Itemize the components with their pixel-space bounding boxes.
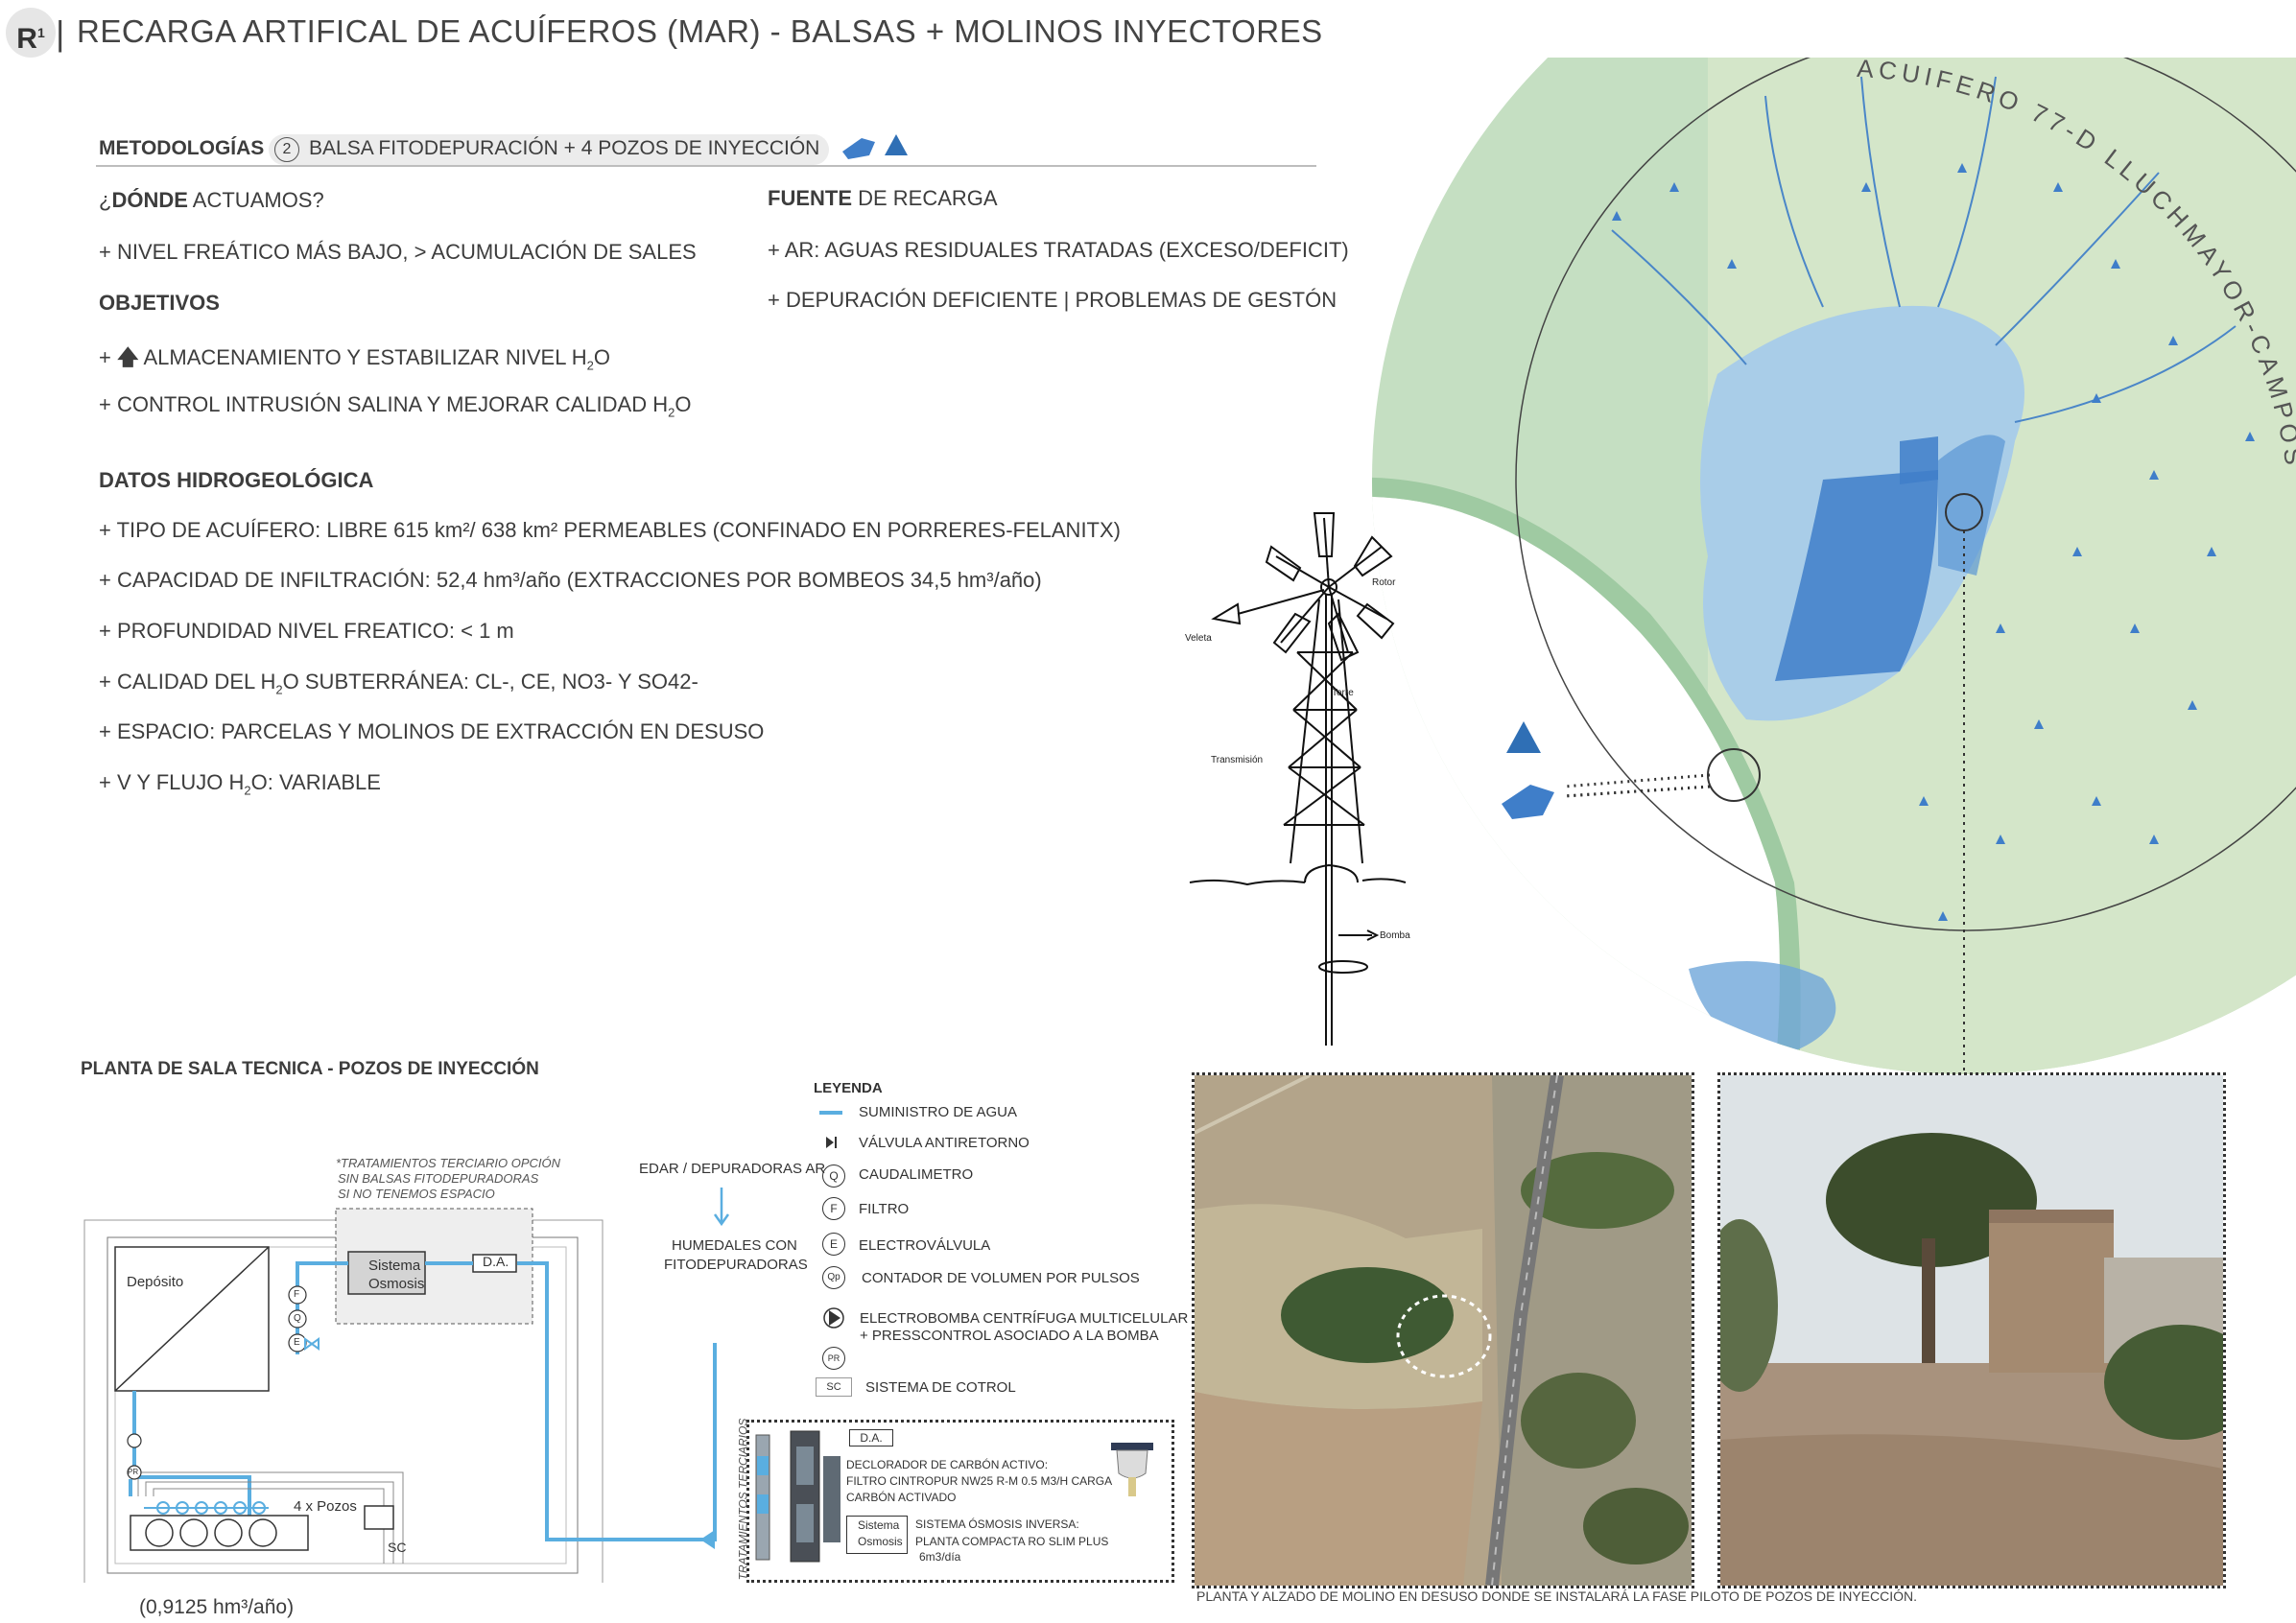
aquifer-map: ACUIFERO 77-D LLUCHMAYOR-CAMPOS [1372, 58, 2296, 1074]
hydro-item-1: + TIPO DE ACUÍFERO: LIBRE 615 km²/ 638 k… [99, 518, 1121, 542]
where-item-1: + NIVEL FREÁTICO MÁS BAJO, > ACUMULACIÓN… [99, 240, 697, 264]
rotor-label: Rotor [1372, 577, 1396, 588]
leader-line-triangle [1563, 773, 1711, 788]
check-valve-icon [826, 1137, 837, 1148]
filter-icon: F [822, 1197, 845, 1220]
vane-label: Veleta [1185, 633, 1212, 644]
control-system-icon: SC [816, 1377, 852, 1397]
tertiary-line-4: SISTEMA ÓSMOSIS INVERSA: [915, 1517, 1079, 1531]
street-photo [1701, 1075, 2258, 1586]
tertiary-sys-2: Osmosis [858, 1535, 903, 1548]
pulse-counter-icon: Qp [822, 1266, 845, 1289]
legend-item-solenoid: ELECTROVÁLVULA [859, 1237, 991, 1254]
plan-note-2: SIN BALSAS FITODEPURADORAS [338, 1171, 539, 1186]
aerial-photo [1194, 1073, 1692, 1587]
transmission-label: Transmisión [1211, 755, 1263, 765]
windmill-sketch: Rotor Veleta Torre Transmisión Bomba [1185, 512, 1410, 1046]
methodology-text: BALSA FITODEPURACIÓN + 4 POZOS DE INYECC… [309, 137, 820, 159]
header-divider: | [56, 13, 65, 53]
tertiary-line-3: CARBÓN ACTIVADO [846, 1491, 957, 1504]
hydro-item-6: + V Y FLUJO H2O: VARIABLE [99, 770, 381, 798]
valve-e: E [294, 1337, 300, 1348]
methodology-icons [842, 134, 908, 159]
objectives-item-1: + 🡅 ALMACENAMIENTO Y ESTABILIZAR NIVEL H… [99, 345, 610, 373]
objectives-title: OBJETIVOS [99, 291, 220, 315]
tertiary-line-2: FILTRO CINTROPUR NW25 R-M 0.5 M3/H CARGA [846, 1474, 1113, 1488]
legend-title: LEYENDA [814, 1080, 883, 1096]
legend-item-filter: FILTRO [859, 1201, 910, 1217]
hydro-title: DATOS HIDROGEOLÓGICA [99, 468, 374, 492]
up-arrow-icon: 🡅 [116, 345, 139, 369]
hydro-item-5: + ESPACIO: PARCELAS Y MOLINOS DE EXTRACC… [99, 719, 765, 743]
plan-note-1: *TRATAMIENTOS TERCIARIO OPCIÓN [336, 1156, 561, 1170]
legend-item-control: SISTEMA DE COTROL [865, 1379, 1016, 1396]
legend-item-check-valve: VÁLVULA ANTIRETORNO [859, 1135, 1030, 1151]
valve-f: F [294, 1289, 300, 1300]
tertiary-sys-1: Sistema [858, 1518, 900, 1532]
source-item-2: + DEPURACIÓN DEFICIENTE | PROBLEMAS DE G… [768, 288, 1337, 312]
hydro-item-3: + PROFUNDIDAD NIVEL FREATICO: < 1 m [99, 619, 514, 643]
hydro-item-4: + CALIDAD DEL H2O SUBTERRÁNEA: CL-, CE, … [99, 670, 698, 697]
methodology-label: METODOLOGÍAS [99, 137, 265, 159]
tertiary-treatment-box [746, 1420, 1174, 1583]
methodology-number: 2 [274, 137, 299, 162]
tertiary-vertical-label: TRATAMIENTOS TERCIARIOS [736, 1418, 750, 1581]
legend-item-pump: ELECTROBOMBA CENTRÍFUGA MULTICELULAR [860, 1310, 1189, 1327]
deposit-label: Depósito [127, 1274, 184, 1290]
down-arrow-icon [713, 1188, 730, 1227]
page-title: RECARGA ARTIFICAL DE ACUÍFEROS (MAR) - B… [77, 13, 1323, 49]
tertiary-equipment-image [755, 1430, 840, 1563]
photos-caption: PLANTA Y ALZADO DE MOLINO EN DESUSO DOND… [1196, 1588, 1918, 1604]
wetland-label-2: FITODEPURADORAS [664, 1257, 808, 1273]
edar-label: EDAR / DEPURADORAS AR [639, 1161, 826, 1177]
solenoid-valve-icon: E [822, 1233, 845, 1256]
carbon-filter-image [1111, 1443, 1153, 1496]
flowmeter-icon: Q [822, 1164, 845, 1188]
control-system-label: SC [388, 1540, 407, 1555]
valve-q: Q [294, 1313, 301, 1324]
street-photo-frame [1701, 1072, 2258, 1588]
pump-label: Bomba [1380, 930, 1410, 941]
plan-diagram [83, 1208, 717, 1583]
methodology-underline [96, 165, 1316, 167]
wells-label: 4 x Pozos [294, 1498, 357, 1515]
pump-pr: PR [128, 1468, 139, 1476]
source-title: FUENTE DE RECARGA [768, 186, 998, 210]
tertiary-line-5: PLANTA COMPACTA RO SLIM PLUS [915, 1535, 1109, 1548]
tertiary-da-badge: D.A. [849, 1429, 893, 1447]
where-title: ¿DÓNDE ACTUAMOS? [99, 188, 324, 212]
aerial-photo-frame [1192, 1072, 1694, 1588]
pond-symbol-large [1502, 785, 1554, 819]
tertiary-osmosis-box [846, 1516, 908, 1554]
pump-icon [823, 1307, 844, 1329]
legend-item-water: SUMINISTRO DE AGUA [859, 1104, 1018, 1120]
osmosis-system-label-2: Osmosis [368, 1276, 425, 1292]
presscontrol-icon: PR [822, 1347, 845, 1370]
plan-note-3: SI NO TENEMOS ESPACIO [338, 1187, 495, 1201]
well-symbol-large [1506, 721, 1541, 753]
legend-item-flowmeter: CAUDALIMETRO [859, 1166, 974, 1183]
tertiary-line-1: DECLORADOR DE CARBÓN ACTIVO: [846, 1458, 1049, 1471]
legend-item-pulse-counter: CONTADOR DE VOLUMEN POR PULSOS [862, 1270, 1140, 1286]
da-label: D.A. [483, 1254, 509, 1269]
methodology-pill [269, 134, 829, 165]
wetland-label-1: HUMEDALES CON [672, 1237, 797, 1254]
hydro-item-2: + CAPACIDAD DE INFILTRACIÓN: 52,4 hm³/añ… [99, 568, 1042, 592]
tertiary-line-6: 6m3/día [919, 1550, 961, 1564]
water-line-icon [819, 1111, 842, 1115]
capacity-label: (0,9125 hm³/año) [139, 1596, 295, 1618]
well-icon [885, 134, 908, 155]
plan-title: PLANTA DE SALA TECNICA - POZOS DE INYECC… [81, 1059, 539, 1079]
pond-icon [842, 138, 875, 159]
source-item-1: + AR: AGUAS RESIDUALES TRATADAS (EXCESO/… [768, 238, 1349, 262]
osmosis-system-label-1: Sistema [368, 1258, 421, 1274]
legend-item-presscontrol: + PRESSCONTROL ASOCIADO A LA BOMBA [860, 1328, 1159, 1344]
section-badge: R1 [6, 8, 56, 58]
tower-label: Torre [1332, 688, 1354, 698]
objectives-item-2: + CONTROL INTRUSIÓN SALINA Y MEJORAR CAL… [99, 392, 692, 420]
